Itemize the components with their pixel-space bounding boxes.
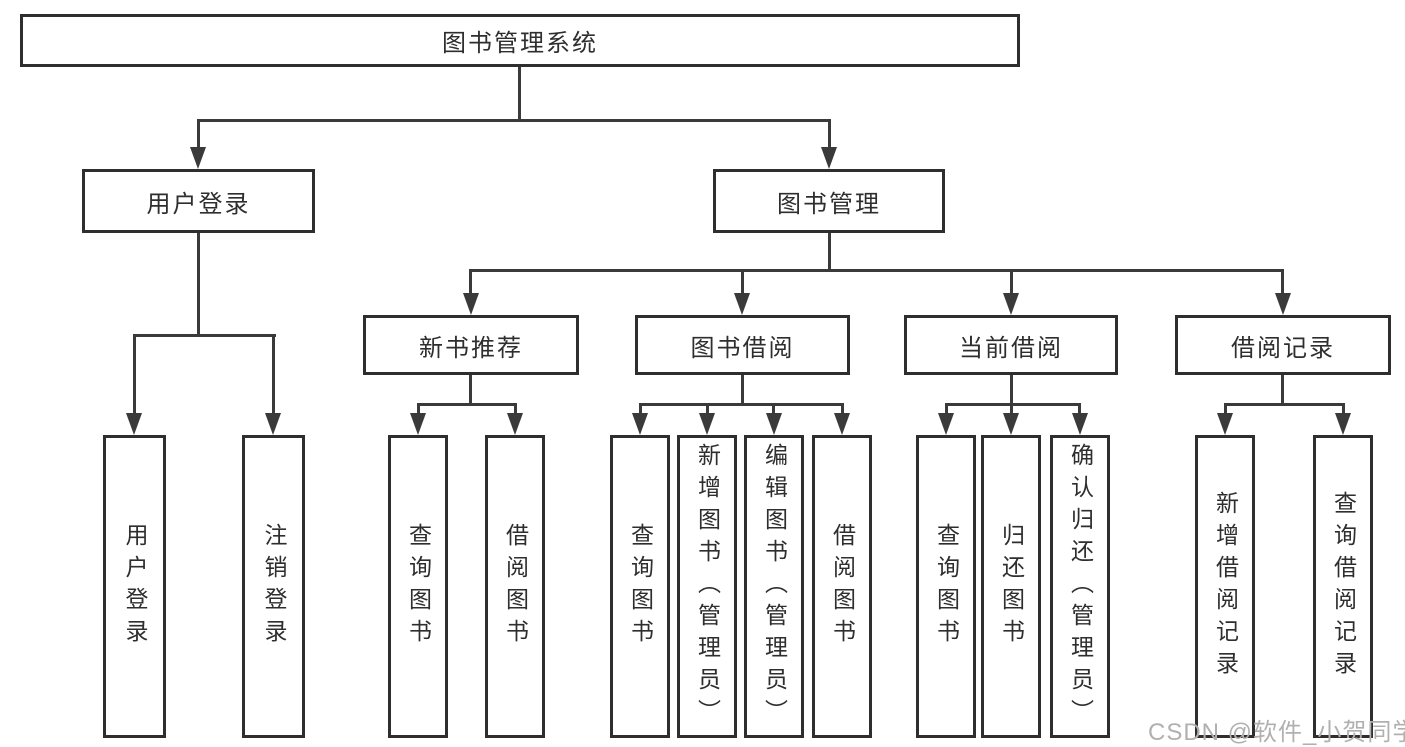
arrow-down-icon bbox=[190, 147, 206, 169]
connector-to-book-borrowing bbox=[741, 269, 744, 295]
leaf-return-books: 归还图书 bbox=[981, 435, 1041, 738]
connector-drop bbox=[706, 403, 709, 415]
leaf-query-borrow-record: 查询借阅记录 bbox=[1313, 435, 1373, 738]
leaf-user-login: 用户登录 bbox=[103, 435, 166, 738]
arrow-down-icon bbox=[734, 293, 750, 315]
node-book-management: 图书管理 bbox=[713, 169, 945, 233]
connector-user-login-stem bbox=[197, 233, 200, 336]
connector-book-mgmt-rail bbox=[470, 269, 1283, 272]
arrow-down-icon bbox=[1275, 293, 1291, 315]
leaf-add-borrow-record: 新增借阅记录 bbox=[1195, 435, 1255, 738]
leaf-query-books-recommend: 查询图书 bbox=[388, 435, 448, 738]
leaf-query-books-current: 查询图书 bbox=[916, 435, 976, 738]
leaf-borrow-books-borrowing: 借阅图书 bbox=[812, 435, 872, 738]
connector-drop bbox=[417, 403, 420, 415]
node-library-system: 图书管理系统 bbox=[20, 14, 1020, 67]
connector-book-mgmt-stem bbox=[828, 233, 831, 271]
leaf-edit-books-admin: 编辑图书（管理员） bbox=[744, 435, 804, 738]
arrow-down-icon bbox=[1003, 413, 1019, 435]
connector-current-rail bbox=[945, 403, 1081, 406]
connector-to-leaf-logout bbox=[272, 334, 275, 414]
connector-drop bbox=[1224, 403, 1227, 415]
connector-drop bbox=[1078, 403, 1081, 415]
connector-to-leaf-user-login bbox=[133, 334, 136, 414]
connector-drop bbox=[945, 403, 948, 415]
node-new-book-recommend: 新书推荐 bbox=[363, 315, 579, 375]
connector-borrowing-rail bbox=[639, 403, 844, 406]
arrow-down-icon bbox=[1003, 293, 1019, 315]
leaf-borrow-books-recommend: 借阅图书 bbox=[485, 435, 545, 738]
arrow-down-icon bbox=[507, 413, 523, 435]
arrow-down-icon bbox=[463, 293, 479, 315]
connector-to-borrowing-records bbox=[1281, 269, 1284, 295]
connector-records-stem bbox=[1281, 375, 1284, 405]
connector-drop bbox=[1010, 403, 1013, 415]
arrow-down-icon bbox=[632, 413, 648, 435]
node-user-login: 用户登录 bbox=[82, 169, 315, 233]
connector-records-rail bbox=[1224, 403, 1345, 406]
arrow-down-icon bbox=[1335, 413, 1351, 435]
connector-drop bbox=[841, 403, 844, 415]
connector-drop bbox=[639, 403, 642, 415]
connector-current-stem bbox=[1010, 375, 1013, 405]
connector-drop bbox=[514, 403, 517, 415]
connector-to-current-borrowing bbox=[1010, 269, 1013, 295]
csdn-watermark: CSDN @软件_小贺同学 bbox=[1148, 719, 1405, 746]
connector-root-stem bbox=[518, 67, 521, 121]
connector-borrowing-stem bbox=[741, 375, 744, 405]
connector-to-user-login bbox=[197, 119, 200, 147]
arrow-down-icon bbox=[126, 413, 142, 435]
leaf-add-books-admin: 新增图书（管理员） bbox=[677, 435, 737, 738]
arrow-down-icon bbox=[821, 147, 837, 169]
arrow-down-icon bbox=[265, 413, 281, 435]
leaf-logout: 注销登录 bbox=[242, 435, 305, 738]
arrow-down-icon bbox=[1217, 413, 1233, 435]
connector-to-book-management bbox=[828, 119, 831, 147]
connector-user-login-rail bbox=[133, 334, 276, 337]
connector-recommend-rail bbox=[417, 403, 517, 406]
arrow-down-icon bbox=[410, 413, 426, 435]
arrow-down-icon bbox=[699, 413, 715, 435]
arrow-down-icon bbox=[766, 413, 782, 435]
connector-recommend-stem bbox=[469, 375, 472, 405]
node-current-borrowing: 当前借阅 bbox=[904, 315, 1118, 375]
arrow-down-icon bbox=[1072, 413, 1088, 435]
node-book-borrowing: 图书借阅 bbox=[635, 315, 850, 375]
arrow-down-icon bbox=[938, 413, 954, 435]
connector-drop bbox=[772, 403, 775, 415]
connector-drop bbox=[1342, 403, 1345, 415]
arrow-down-icon bbox=[834, 413, 850, 435]
leaf-confirm-return-admin: 确认归还（管理员） bbox=[1050, 435, 1110, 738]
connector-root-rail bbox=[197, 119, 831, 122]
leaf-query-books-borrowing: 查询图书 bbox=[610, 435, 670, 738]
node-borrowing-records: 借阅记录 bbox=[1175, 315, 1391, 375]
connector-to-new-book-recommend bbox=[469, 269, 472, 295]
